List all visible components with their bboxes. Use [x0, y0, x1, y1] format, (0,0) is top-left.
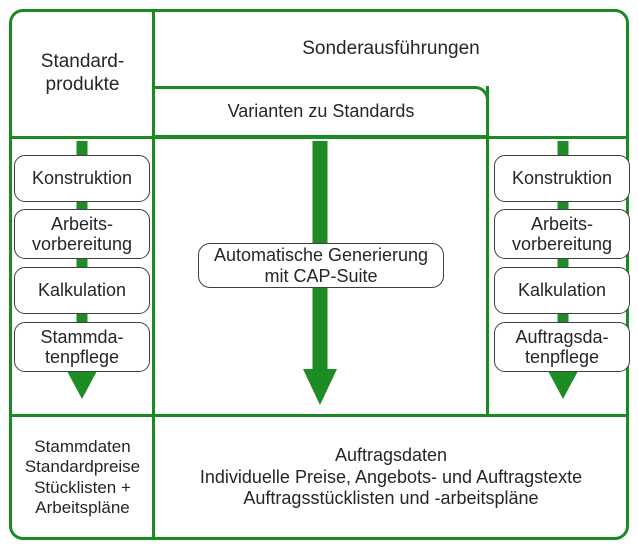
step-right-arbeitsvorbereitung[interactable]: Arbeits- vorbereitung [494, 209, 630, 259]
arrow-head [548, 371, 578, 399]
step-left-kalkulation[interactable]: Kalkulation [14, 267, 150, 314]
center-process-cap-suite[interactable]: Automatische Generierung mit CAP-Suite [198, 243, 444, 288]
step-left-arbeitsvorbereitung[interactable]: Arbeits- vorbereitung [14, 209, 150, 259]
step-right-konstruktion[interactable]: Konstruktion [494, 155, 630, 202]
step-right-auftragsdatenpflege[interactable]: Auftragsda- tenpflege [494, 322, 630, 372]
arrow-head [303, 369, 337, 405]
footer-master-data: Stammdaten Standardpreise Stücklisten + … [24, 436, 141, 517]
variants-subbox [152, 86, 489, 138]
header-standard-products: Standard- produkte [40, 51, 125, 95]
divider-right-vertical [486, 86, 489, 417]
step-right-kalkulation[interactable]: Kalkulation [494, 267, 630, 314]
step-left-stammdatenpflege[interactable]: Stammda- tenpflege [14, 322, 150, 372]
divider-bottom-horizontal [9, 414, 629, 417]
step-left-konstruktion[interactable]: Konstruktion [14, 155, 150, 202]
footer-order-data: Auftragsdaten Individuelle Preise, Angeb… [199, 445, 583, 509]
header-special-designs: Sonderausführungen [302, 37, 480, 59]
arrow-head [67, 371, 97, 399]
divider-left-vertical [152, 9, 155, 540]
header-variants: Varianten zu Standards [227, 101, 415, 122]
